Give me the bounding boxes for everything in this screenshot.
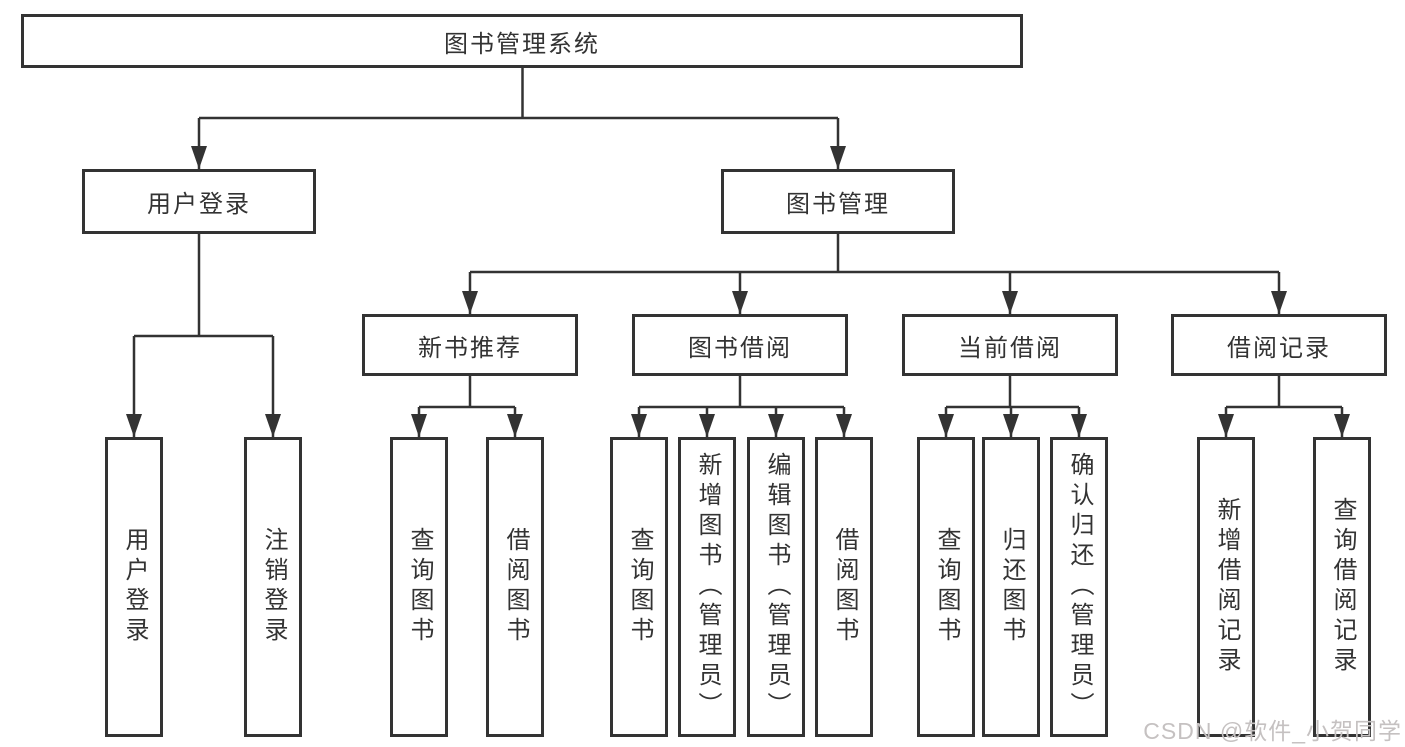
arrowhead-icon [768, 414, 784, 437]
arrowhead-icon [411, 414, 427, 437]
arrowhead-icon [830, 146, 846, 169]
arrowhead-icon [699, 414, 715, 437]
node-borrow-books-recommend: 借阅图书 [486, 437, 544, 737]
node-book-management: 图书管理 [721, 169, 955, 234]
node-user-login-leaf-label: 用户登录 [121, 527, 148, 647]
node-root: 图书管理系统 [21, 14, 1023, 68]
arrowhead-icon [191, 146, 207, 169]
node-new-book-recommendation: 新书推荐 [362, 314, 578, 376]
tree-connector-path [132, 67, 1344, 437]
node-query-books-recommend-label: 查询图书 [406, 527, 433, 647]
node-root-label: 图书管理系统 [444, 30, 600, 58]
node-borrow-books-recommend-label: 借阅图书 [502, 527, 529, 647]
node-query-borrow-record: 查询借阅记录 [1313, 437, 1371, 737]
node-query-books-current-label: 查询图书 [933, 527, 960, 647]
node-return-books-label: 归还图书 [998, 527, 1025, 647]
node-edit-books-admin: 编辑图书（管理员） [747, 437, 805, 737]
node-add-books-admin: 新增图书（管理员） [678, 437, 736, 737]
arrowhead-icon [1271, 291, 1287, 314]
node-add-borrow-record-label: 新增借阅记录 [1213, 497, 1240, 677]
arrowhead-icon [938, 414, 954, 437]
node-query-books-current: 查询图书 [917, 437, 975, 737]
node-new-book-recommendation-label: 新书推荐 [418, 334, 522, 362]
arrowhead-icon [1003, 414, 1019, 437]
node-confirm-return-admin: 确认归还（管理员） [1050, 437, 1108, 737]
node-borrow-books-leaf: 借阅图书 [815, 437, 873, 737]
node-add-books-admin-label: 新增图书（管理员） [694, 452, 721, 722]
arrowhead-icon [631, 414, 647, 437]
node-add-borrow-record: 新增借阅记录 [1197, 437, 1255, 737]
arrowhead-icon [836, 414, 852, 437]
node-borrowing-records: 借阅记录 [1171, 314, 1387, 376]
node-book-borrowing-label: 图书借阅 [688, 334, 792, 362]
node-query-books-borrowing-label: 查询图书 [626, 527, 653, 647]
node-current-borrowing: 当前借阅 [902, 314, 1118, 376]
csdn-watermark: CSDN @软件_小贺同学 [1143, 718, 1402, 744]
node-user-login-leaf: 用户登录 [105, 437, 163, 737]
arrowhead-icon [732, 291, 748, 314]
node-logout-leaf: 注销登录 [244, 437, 302, 737]
arrowhead-icon [1002, 291, 1018, 314]
arrowhead-icon [1218, 414, 1234, 437]
node-user-login-label: 用户登录 [147, 191, 251, 218]
node-book-management-label: 图书管理 [786, 191, 890, 218]
node-borrowing-records-label: 借阅记录 [1227, 334, 1331, 362]
node-confirm-return-admin-label: 确认归还（管理员） [1066, 452, 1093, 722]
arrowhead-icon [265, 414, 281, 437]
node-return-books: 归还图书 [982, 437, 1040, 737]
node-borrow-books-leaf-label: 借阅图书 [831, 527, 858, 647]
node-book-borrowing: 图书借阅 [632, 314, 848, 376]
arrowhead-icon [507, 414, 523, 437]
node-query-borrow-record-label: 查询借阅记录 [1329, 497, 1356, 677]
arrowhead-icon [1071, 414, 1087, 437]
node-user-login: 用户登录 [82, 169, 316, 234]
node-edit-books-admin-label: 编辑图书（管理员） [763, 452, 790, 722]
arrowhead-icon [126, 414, 142, 437]
arrowhead-icon [1334, 414, 1350, 437]
node-logout-leaf-label: 注销登录 [260, 527, 287, 647]
arrowhead-icon [462, 291, 478, 314]
node-query-books-borrowing: 查询图书 [610, 437, 668, 737]
node-current-borrowing-label: 当前借阅 [958, 334, 1062, 362]
node-query-books-recommend: 查询图书 [390, 437, 448, 737]
